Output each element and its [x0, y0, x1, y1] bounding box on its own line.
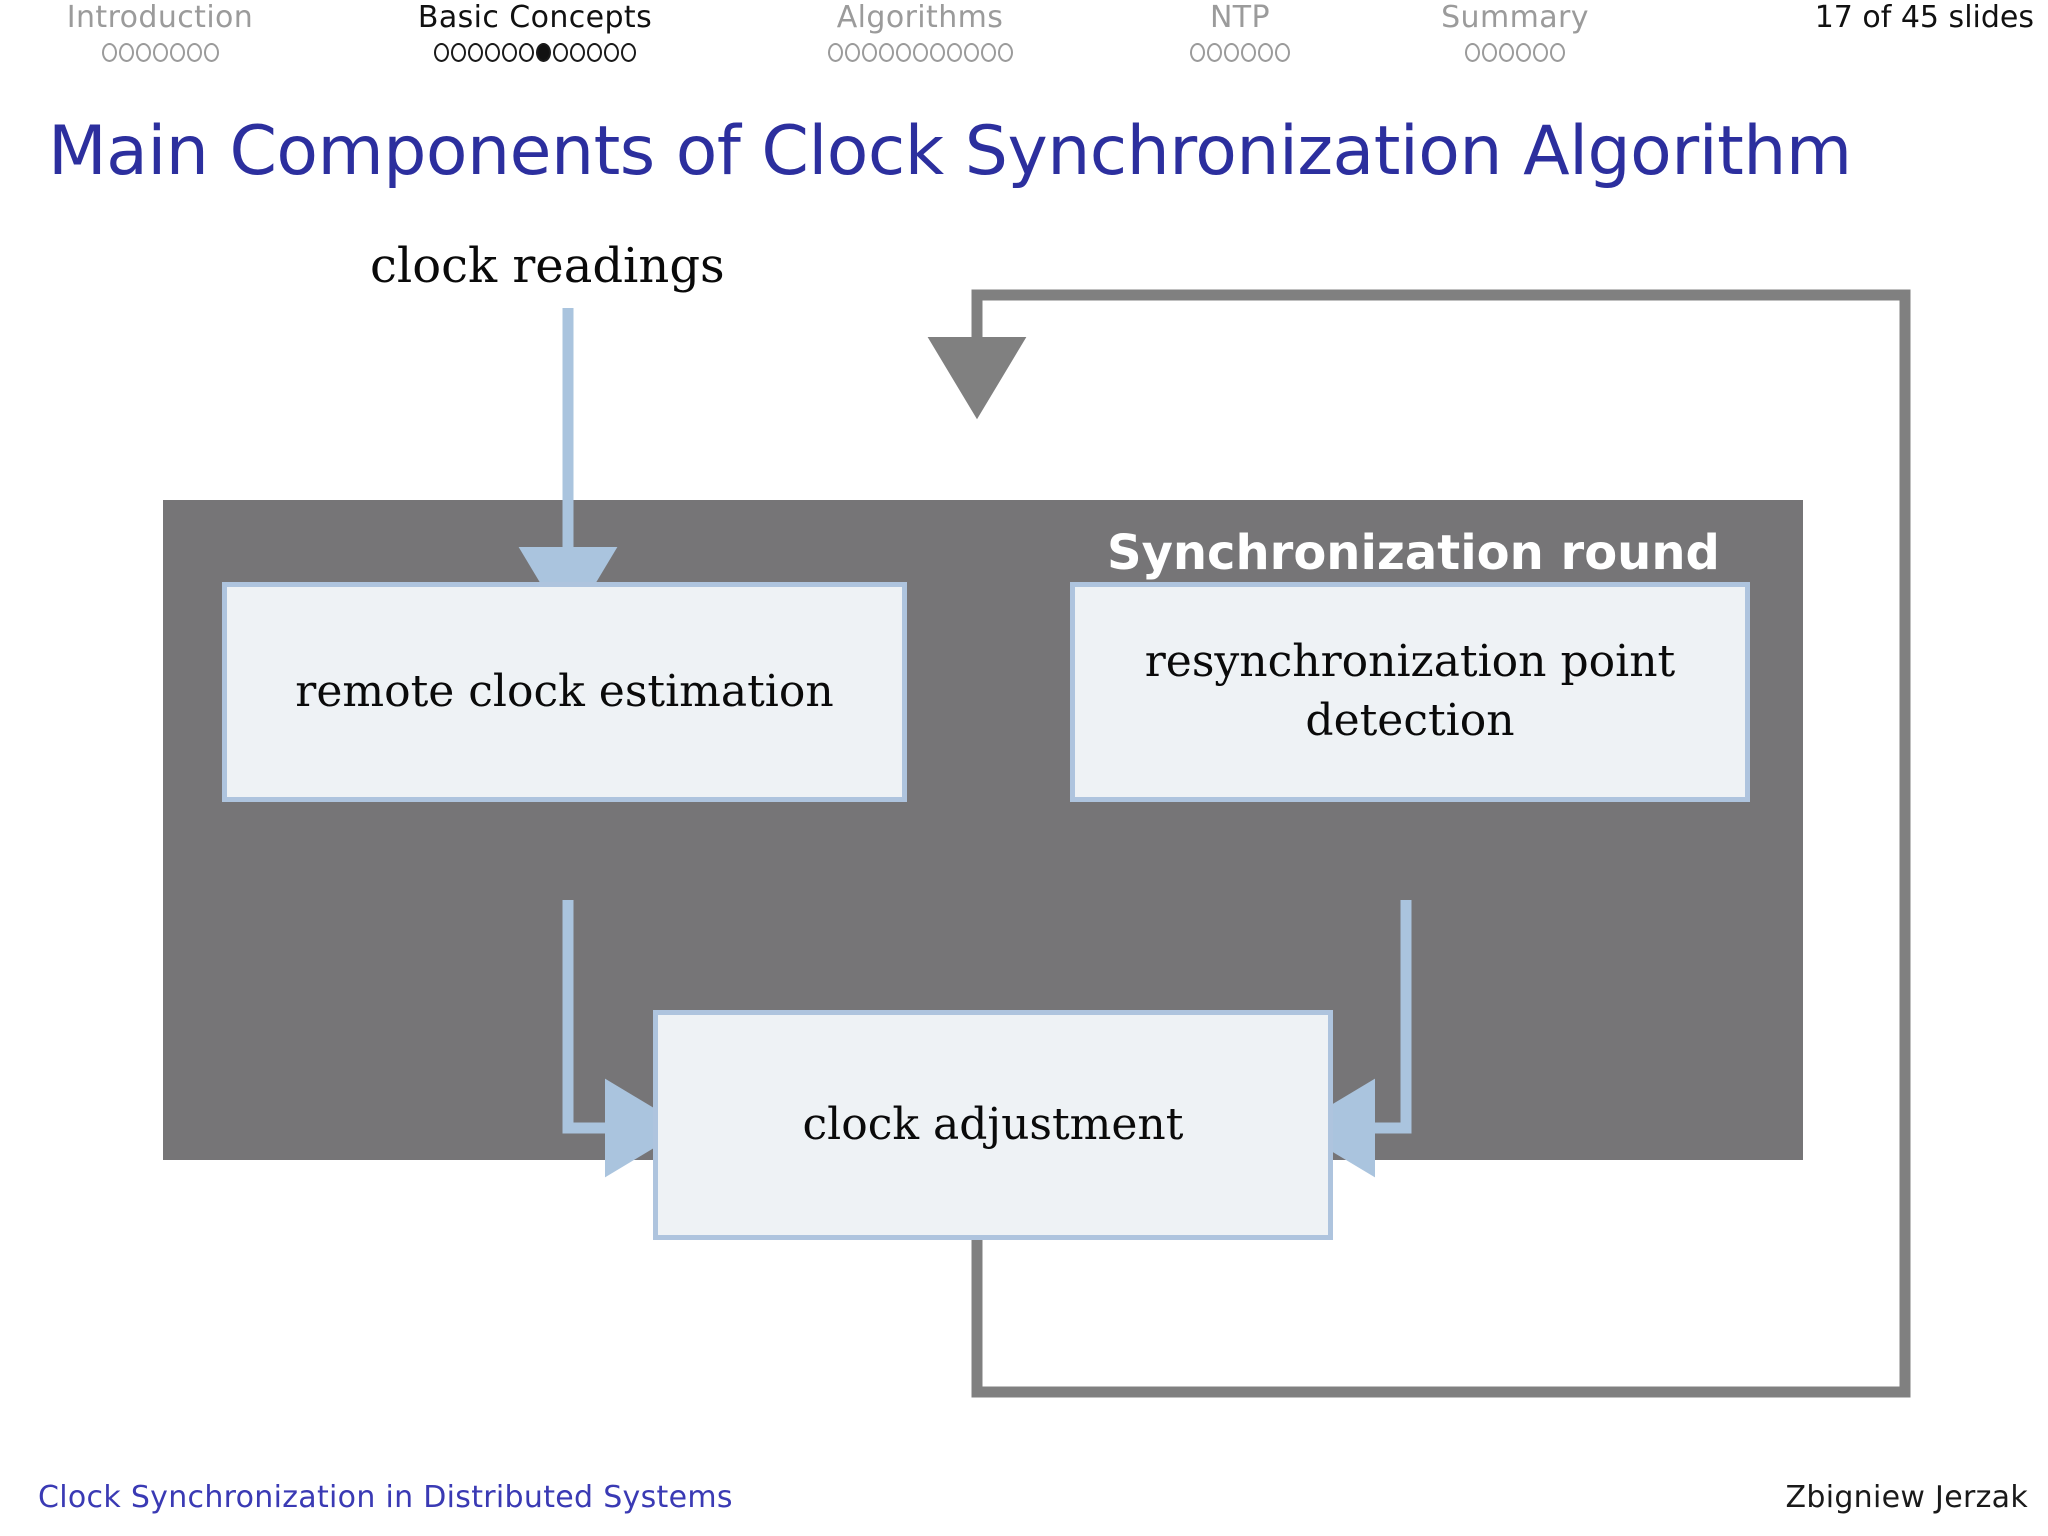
- nav-section-label: Algorithms: [836, 0, 1004, 35]
- nav-section-algorithms[interactable]: Algorithms: [790, 0, 1050, 66]
- nav-dot[interactable]: [1499, 42, 1514, 62]
- nav-dot[interactable]: [1533, 42, 1548, 62]
- nav-dot[interactable]: [861, 42, 877, 62]
- nav-section-label: Introduction: [66, 0, 254, 35]
- panel-title-label: Synchronization round: [1107, 525, 1720, 581]
- nav-dot[interactable]: [451, 42, 466, 62]
- nav-dot[interactable]: [963, 42, 979, 62]
- node-resynchronization-point-detection[interactable]: resynchronization point detection: [1070, 582, 1750, 802]
- nav-dot[interactable]: [1275, 42, 1290, 62]
- nav-dot[interactable]: [895, 42, 911, 62]
- diagram-canvas: Synchronization round clock readings rem…: [0, 200, 2048, 1430]
- diagram-connectors: [518, 289, 1911, 1398]
- nav-dot[interactable]: [1516, 42, 1531, 62]
- arrow-feedback-loop: [927, 289, 1911, 1398]
- nav-section-label: Summary: [1441, 0, 1589, 35]
- nav-section-introduction[interactable]: Introduction: [40, 0, 280, 66]
- clock-readings-label: clock readings: [370, 238, 725, 294]
- nav-dot[interactable]: [827, 42, 843, 62]
- nav-dot[interactable]: [434, 42, 449, 62]
- nav-section-summary[interactable]: Summary: [1415, 0, 1615, 66]
- nav-section-dots[interactable]: [790, 38, 1050, 66]
- nav-dot[interactable]: [587, 42, 602, 62]
- footer-author: Zbigniew Jerzak: [1785, 1480, 2028, 1515]
- nav-dot[interactable]: [536, 42, 551, 62]
- nav-dot[interactable]: [118, 42, 134, 62]
- nav-dot[interactable]: [997, 42, 1013, 62]
- nav-dot[interactable]: [844, 42, 860, 62]
- node-clock-adjustment[interactable]: clock adjustment: [653, 1010, 1333, 1240]
- nav-dot[interactable]: [1482, 42, 1497, 62]
- nav-section-ntp[interactable]: NTP: [1160, 0, 1320, 66]
- node-label: remote clock estimation: [295, 665, 834, 717]
- nav-dot[interactable]: [1207, 42, 1222, 62]
- page-title: Main Components of Clock Synchronization…: [48, 112, 1852, 191]
- node-label: resynchronization point detection: [1144, 636, 1676, 746]
- nav-dot[interactable]: [485, 42, 500, 62]
- nav-dot[interactable]: [152, 42, 168, 62]
- nav-section-label: NTP: [1209, 0, 1271, 35]
- node-remote-clock-estimation[interactable]: remote clock estimation: [222, 582, 907, 802]
- nav-dot[interactable]: [946, 42, 962, 62]
- nav-dot[interactable]: [1258, 42, 1273, 62]
- node-label: clock adjustment: [802, 1098, 1184, 1150]
- nav-dot[interactable]: [1190, 42, 1205, 62]
- nav-dot[interactable]: [1241, 42, 1256, 62]
- footer-bar: Clock Synchronization in Distributed Sys…: [0, 1466, 2048, 1536]
- nav-dot[interactable]: [570, 42, 585, 62]
- nav-dot[interactable]: [912, 42, 928, 62]
- nav-section-dots[interactable]: [1415, 38, 1615, 66]
- footer-presentation-title: Clock Synchronization in Distributed Sys…: [38, 1480, 733, 1515]
- arrow-resync-detection-to-clock-adjustment: [1292, 900, 1412, 1178]
- nav-section-dots[interactable]: [1160, 38, 1320, 66]
- navigation-bar: Introduction Basic Concepts Algorithms N…: [0, 0, 2048, 72]
- nav-dot[interactable]: [169, 42, 185, 62]
- nav-dot[interactable]: [502, 42, 517, 62]
- nav-dot[interactable]: [878, 42, 894, 62]
- nav-dot[interactable]: [980, 42, 996, 62]
- nav-dot[interactable]: [1550, 42, 1565, 62]
- nav-section-dots[interactable]: [395, 38, 675, 66]
- nav-dot[interactable]: [519, 42, 534, 62]
- arrow-remote-estimation-to-clock-adjustment: [562, 900, 688, 1178]
- slide-counter: 17 of 45 slides: [1814, 0, 2034, 35]
- nav-dot[interactable]: [553, 42, 568, 62]
- nav-dot[interactable]: [468, 42, 483, 62]
- nav-section-dots[interactable]: [40, 38, 280, 66]
- nav-dot[interactable]: [1224, 42, 1239, 62]
- nav-dot[interactable]: [1465, 42, 1480, 62]
- nav-dot[interactable]: [929, 42, 945, 62]
- nav-dot[interactable]: [604, 42, 619, 62]
- nav-dot[interactable]: [135, 42, 151, 62]
- nav-dot[interactable]: [101, 42, 117, 62]
- nav-dot[interactable]: [203, 42, 219, 62]
- nav-dot[interactable]: [621, 42, 636, 62]
- nav-section-label: Basic Concepts: [417, 0, 653, 35]
- nav-section-basic-concepts[interactable]: Basic Concepts: [395, 0, 675, 66]
- nav-dot[interactable]: [186, 42, 202, 62]
